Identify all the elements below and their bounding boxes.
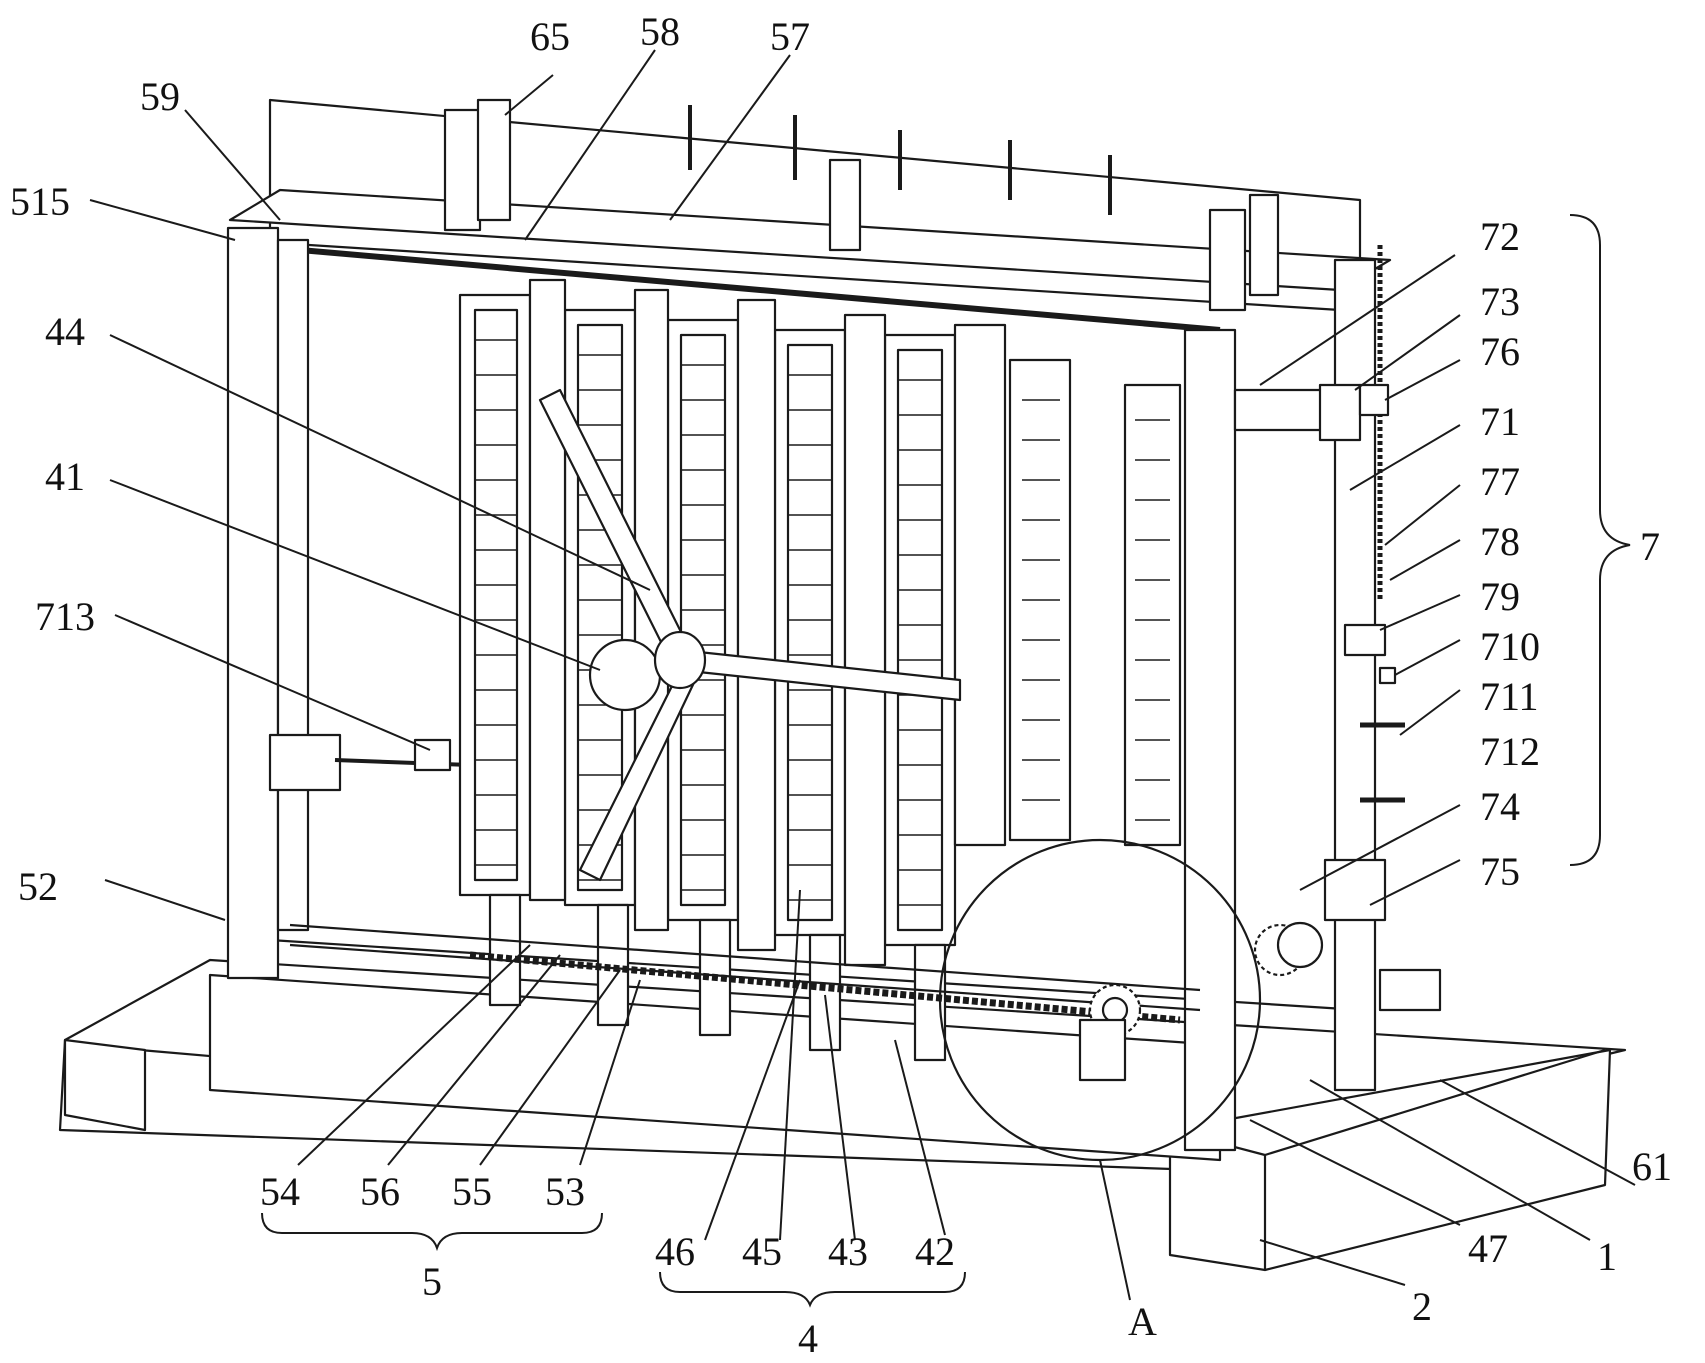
label-44: 44 — [45, 309, 85, 354]
label-46: 46 — [655, 1229, 695, 1274]
right-post — [1183, 328, 1237, 1152]
label-53: 53 — [545, 1169, 585, 1214]
label-2: 2 — [1412, 1284, 1432, 1329]
label-7: 7 — [1640, 524, 1660, 569]
label-79: 79 — [1480, 574, 1520, 619]
label-A: A — [1128, 1299, 1157, 1344]
label-78: 78 — [1480, 519, 1520, 564]
label-71: 71 — [1480, 399, 1520, 444]
rack-3 — [666, 318, 740, 922]
label-41: 41 — [45, 454, 85, 499]
label-5: 5 — [422, 1259, 442, 1304]
label-76: 76 — [1480, 329, 1520, 374]
gear-drive — [1078, 921, 1324, 1082]
label-72: 72 — [1480, 214, 1520, 259]
label-77: 77 — [1480, 459, 1520, 504]
label-47: 47 — [1468, 1226, 1508, 1271]
rotor-arms — [538, 388, 962, 882]
label-56: 56 — [360, 1169, 400, 1214]
rack-ladder-lines — [475, 339, 1170, 906]
brace-5 — [261, 1212, 603, 1252]
label-52: 52 — [18, 864, 58, 909]
base-block-right — [1168, 1048, 1612, 1272]
label-73: 73 — [1480, 279, 1520, 324]
label-712: 712 — [1480, 729, 1540, 774]
label-74: 74 — [1480, 784, 1520, 829]
chain — [469, 951, 1181, 1024]
lift-assembly — [1318, 245, 1442, 1092]
drawing-lines — [58, 98, 1627, 1272]
label-55: 55 — [452, 1169, 492, 1214]
label-58: 58 — [640, 9, 680, 54]
brace-4 — [659, 1271, 966, 1308]
label-75: 75 — [1480, 849, 1520, 894]
callout-labels: 65 58 57 59 515 44 41 713 52 72 73 76 71… — [10, 9, 1672, 1361]
label-713: 713 — [35, 594, 95, 639]
leader-lines — [89, 49, 1636, 1308]
label-45: 45 — [742, 1229, 782, 1274]
label-59: 59 — [140, 74, 180, 119]
label-1: 1 — [1597, 1234, 1617, 1279]
rack-6 — [1008, 358, 1182, 847]
label-4: 4 — [798, 1316, 818, 1358]
label-61: 61 — [1632, 1144, 1672, 1189]
brace-7 — [1569, 214, 1631, 866]
label-711: 711 — [1480, 674, 1539, 719]
rack-1 — [458, 293, 532, 897]
left-post — [226, 226, 280, 980]
label-65: 65 — [530, 14, 570, 59]
label-57: 57 — [770, 14, 810, 59]
label-42: 42 — [915, 1229, 955, 1274]
rack-5 — [883, 333, 957, 947]
label-43: 43 — [828, 1229, 868, 1274]
rotor-hub — [588, 638, 662, 712]
base-block-left — [63, 1038, 147, 1132]
rack-4 — [773, 328, 847, 937]
label-710: 710 — [1480, 624, 1540, 669]
label-54: 54 — [260, 1169, 300, 1214]
lower-deck — [208, 973, 1222, 1162]
label-515: 515 — [10, 179, 70, 224]
